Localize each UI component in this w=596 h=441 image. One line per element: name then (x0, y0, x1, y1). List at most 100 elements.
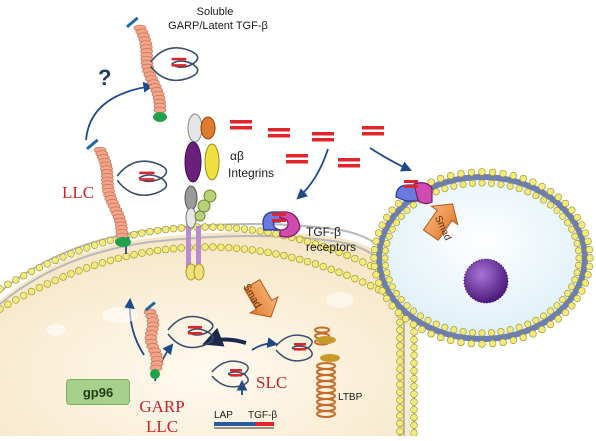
lipid-head (411, 422, 418, 429)
lipid-head (131, 231, 138, 238)
lipid-head (288, 254, 295, 261)
lipid-head (568, 284, 574, 290)
tgf-beta-monomer (338, 158, 360, 162)
lipid-head (451, 183, 457, 189)
lipid-head (489, 169, 496, 176)
lipid-head (233, 225, 240, 232)
lipid-head (386, 277, 392, 283)
lipid-head (249, 227, 256, 234)
lipid-head (52, 257, 59, 264)
lipid-head (437, 334, 444, 341)
lipid-head (555, 315, 562, 322)
lipid-head (489, 340, 496, 347)
lipid-head (437, 175, 444, 182)
tgf-beta-monomer (268, 128, 290, 132)
lipid-head (397, 342, 404, 349)
lipid-head (351, 255, 358, 262)
lipid-head (442, 324, 448, 330)
lipid-head (75, 267, 82, 274)
lipid-head (539, 326, 546, 333)
lipid-head (320, 263, 327, 270)
gp96-box: gp96 (66, 379, 130, 405)
lipid-head (410, 321, 417, 328)
lipid-head (554, 207, 560, 213)
lipid-head (575, 247, 581, 253)
lipid-head (373, 238, 380, 245)
lipid-head (351, 275, 358, 282)
lipid-head (572, 277, 578, 283)
lipid-head (479, 180, 485, 186)
lipid-head (586, 246, 593, 253)
lipid-head (273, 230, 280, 237)
lipid-head (170, 245, 177, 252)
lipid-head (479, 169, 486, 176)
tgf-beta-monomer (312, 132, 334, 136)
lipid-head (233, 245, 240, 252)
lipid-head (568, 226, 574, 232)
label-llc-top: LLC (62, 184, 94, 203)
lipid-head (359, 259, 366, 266)
lipid-head (417, 313, 423, 319)
lipid-head (107, 257, 114, 264)
lipid-head (397, 412, 404, 419)
lipid-head (91, 242, 98, 249)
soluble-garp-complex (126, 17, 198, 122)
lipid-head (4, 281, 11, 288)
lipid-head (411, 406, 418, 413)
lipid-head (0, 286, 3, 293)
lipid-head (410, 202, 416, 208)
lipid-head (36, 264, 43, 271)
lipid-head (533, 192, 539, 198)
lipid-head (411, 360, 418, 367)
lipid-head (404, 302, 410, 308)
lipid-head (404, 207, 410, 213)
tgf-beta-monomer (286, 154, 308, 158)
label-gp96: gp96 (83, 385, 113, 400)
lipid-head (312, 261, 319, 268)
lipid-head (574, 240, 580, 246)
lipid-head (397, 397, 404, 404)
lipid-head (397, 335, 404, 342)
lipid-head (533, 317, 539, 323)
lipid-head (576, 255, 582, 261)
lipid-head (296, 236, 303, 243)
lipid-head (139, 230, 146, 237)
lipid-head (162, 226, 169, 233)
lipid-head (83, 245, 90, 252)
tgf-beta-monomer (230, 120, 252, 124)
lipid-head (433, 321, 439, 327)
lipid-head (498, 328, 504, 334)
lipid-head (397, 358, 404, 365)
lipid-head (587, 255, 594, 262)
lap-loop (117, 175, 166, 195)
lipid-head (410, 308, 416, 314)
lap-loop (151, 61, 198, 80)
lipid-head (398, 213, 404, 219)
arrow-release-soluble (86, 86, 152, 140)
lipid-head (411, 367, 418, 374)
lipid-head (488, 329, 494, 335)
lipid-head (572, 233, 578, 239)
lipid-head (411, 329, 418, 336)
lipid-head (44, 280, 51, 287)
lipid-head (225, 224, 232, 231)
lipid-head (397, 366, 404, 373)
lipid-head (375, 230, 382, 237)
lipid-head (367, 282, 374, 289)
lipid-head (20, 292, 27, 299)
lipid-head (397, 389, 404, 396)
lipid-head (469, 329, 475, 335)
lipid-head (384, 269, 390, 275)
lipid-head (562, 200, 569, 207)
lipid-head (411, 375, 418, 382)
lipid-head (428, 330, 435, 337)
lipid-head (411, 352, 418, 359)
lipid-head (447, 172, 454, 179)
label-alpha-beta: αβ (230, 150, 244, 163)
lipid-head (411, 336, 418, 343)
lipid-head (397, 428, 404, 435)
lipid-head (217, 244, 224, 251)
lipid-head (249, 247, 256, 254)
lipid-head (273, 250, 280, 257)
lipid-head (36, 284, 43, 291)
